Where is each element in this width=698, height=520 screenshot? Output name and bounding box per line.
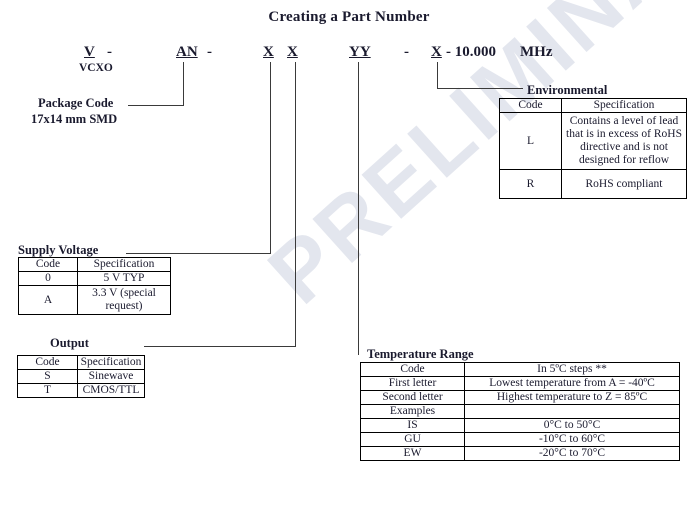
table-row: First letter Lowest temperature from A =… [360, 376, 680, 391]
supply-voltage-heading: Supply Voltage [18, 243, 99, 257]
cell-code: T [17, 383, 78, 398]
cell-spec: -20°C to 70°C [464, 446, 680, 461]
table-row: Second letter Highest temperature to Z =… [360, 390, 680, 405]
leader-environmental-vertical [437, 62, 438, 89]
cell-code: GU [360, 432, 465, 447]
pn-segment-vcxo: V [84, 44, 95, 60]
pn-segment-package: AN [176, 44, 198, 60]
pn-segment-output: X [287, 44, 298, 60]
cell-spec: Lowest temperature from A = -40ºC [464, 376, 680, 391]
cell-spec: Contains a level of lead that is in exce… [561, 112, 687, 170]
cell-spec: CMOS/TTL [77, 383, 145, 398]
table-row: A 3.3 V (special request) [18, 285, 171, 315]
page-title: Creating a Part Number [268, 9, 430, 25]
cell-code: First letter [360, 376, 465, 391]
cell-spec: RoHS compliant [561, 169, 687, 199]
column-header-spec: Specification [77, 355, 145, 370]
column-header-spec: Specification [77, 257, 171, 272]
cell-code: EW [360, 446, 465, 461]
cell-spec: -10°C to 60°C [464, 432, 680, 447]
table-row: L Contains a level of lead that is in ex… [499, 112, 687, 170]
table-row: Examples [360, 404, 680, 419]
pn-segment-supply: X [263, 44, 274, 60]
pn-segment-temperature: YY [349, 44, 371, 60]
pn-segment-frequency: - 10.000 [446, 44, 496, 60]
column-header-steps: In 5ºC steps ** [464, 362, 680, 377]
cell-code: IS [360, 418, 465, 433]
table-row: 0 5 V TYP [18, 271, 171, 286]
table-row: GU -10°C to 60°C [360, 432, 680, 447]
pn-separator-2: - [207, 44, 212, 60]
leader-package-vertical [183, 62, 184, 106]
cell-code: L [499, 112, 562, 170]
temperature-range-heading: Temperature Range [367, 347, 474, 361]
output-table: Code Specification S Sinewave T CMOS/TTL [17, 355, 145, 398]
leader-output-vertical [295, 62, 296, 347]
leader-temperature-vertical [358, 62, 359, 355]
table-header-row: Code Specification [17, 355, 145, 370]
leader-supply-horizontal [126, 253, 271, 254]
column-header-code: Code [360, 362, 465, 377]
cell-code: Examples [360, 404, 465, 419]
cell-spec: 0°C to 50°C [464, 418, 680, 433]
table-row: R RoHS compliant [499, 169, 687, 199]
cell-spec: 3.3 V (special request) [77, 285, 171, 315]
environmental-heading: Environmental [527, 83, 608, 97]
table-row: EW -20°C to 70°C [360, 446, 680, 461]
table-header-row: Code Specification [18, 257, 171, 272]
vcxo-label: VCXO [79, 62, 113, 74]
cell-code: 0 [18, 271, 78, 286]
pn-segment-environmental: X [431, 44, 442, 60]
part-number-diagram-page: PRELIMINARY Creating a Part Number V - A… [0, 0, 698, 461]
leader-output-horizontal [144, 346, 296, 347]
cell-spec: Sinewave [77, 369, 145, 384]
cell-code: A [18, 285, 78, 315]
column-header-code: Code [499, 98, 562, 113]
cell-code: Second letter [360, 390, 465, 405]
leader-package-horizontal [128, 105, 184, 106]
package-code-heading: Package Code [38, 96, 114, 110]
cell-code: R [499, 169, 562, 199]
environmental-table: Code Specification L Contains a level of… [499, 98, 687, 199]
table-row: S Sinewave [17, 369, 145, 384]
leader-environmental-horizontal [437, 88, 523, 89]
table-header-row: Code In 5ºC steps ** [360, 362, 680, 377]
cell-code: S [17, 369, 78, 384]
pn-separator-3: - [404, 44, 409, 60]
table-row: IS 0°C to 50°C [360, 418, 680, 433]
output-heading: Output [50, 336, 89, 350]
supply-voltage-table: Code Specification 0 5 V TYP A 3.3 V (sp… [18, 257, 171, 315]
leader-supply-vertical [270, 62, 271, 254]
part-number-string: V - AN - X X YY - X - 10.000 MHz [0, 44, 698, 68]
column-header-code: Code [18, 257, 78, 272]
pn-separator-1: - [107, 44, 112, 60]
column-header-spec: Specification [561, 98, 687, 113]
table-header-row: Code Specification [499, 98, 687, 113]
cell-spec: Highest temperature to Z = 85ºC [464, 390, 680, 405]
package-code-value: 17x14 mm SMD [31, 112, 118, 126]
pn-segment-frequency-unit: MHz [520, 44, 553, 60]
table-row: T CMOS/TTL [17, 383, 145, 398]
column-header-code: Code [17, 355, 78, 370]
temperature-range-table: Code In 5ºC steps ** First letter Lowest… [360, 362, 680, 461]
cell-spec: 5 V TYP [77, 271, 171, 286]
cell-spec [464, 404, 680, 419]
